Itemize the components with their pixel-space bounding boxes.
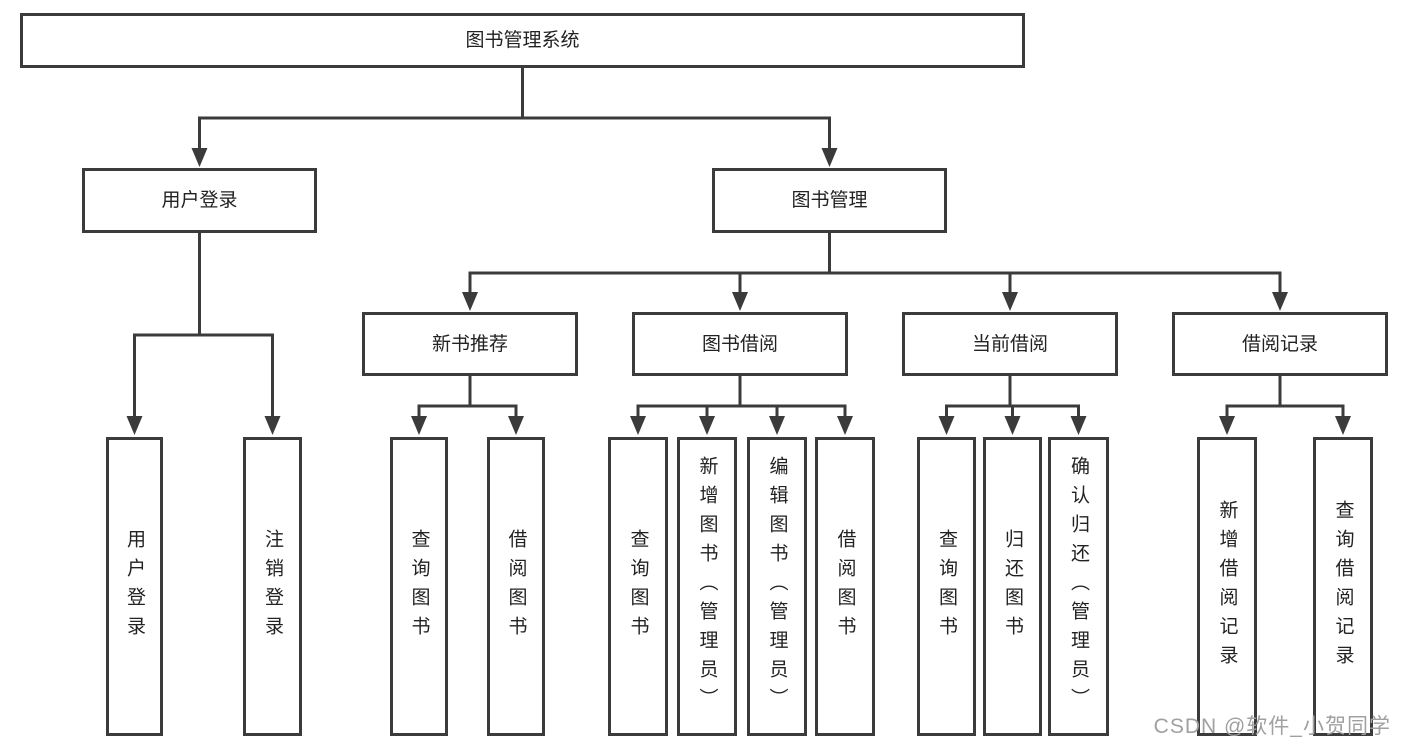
node-user-login-module-label: 用户登录 [161, 190, 238, 211]
node-add-borrow-record: 新增借阅记录 [1197, 437, 1257, 736]
node-edit-book-admin-label: 编辑图书（管理员） [766, 456, 788, 717]
node-borrowing-borrow-books: 借阅图书 [815, 437, 875, 736]
node-user-login-module: 用户登录 [82, 168, 317, 233]
node-add-borrow-record-label: 新增借阅记录 [1216, 499, 1238, 674]
node-library-system-label: 图书管理系统 [465, 30, 580, 51]
node-user-login: 用户登录 [106, 437, 163, 736]
node-logout: 注销登录 [243, 437, 302, 736]
node-borrowing-borrow-books-label: 借阅图书 [834, 528, 856, 645]
node-new-book-recommend: 新书推荐 [362, 312, 578, 376]
node-recommend-query-books-label: 查询图书 [408, 528, 430, 645]
node-borrowing-records: 借阅记录 [1172, 312, 1388, 376]
node-recommend-borrow-books: 借阅图书 [487, 437, 545, 736]
node-book-borrowing-label: 图书借阅 [701, 333, 778, 355]
node-add-book-admin: 新增图书（管理员） [677, 437, 737, 736]
node-book-management-module: 图书管理 [712, 168, 947, 233]
watermark: CSDN @软件_小贺同学 [1153, 715, 1391, 738]
node-recommend-borrow-books-label: 借阅图书 [505, 528, 527, 645]
node-current-query-books: 查询图书 [917, 437, 976, 736]
node-borrowing-query-books-label: 查询图书 [627, 528, 649, 645]
node-edit-book-admin: 编辑图书（管理员） [747, 437, 807, 736]
node-current-query-books-label: 查询图书 [936, 528, 957, 645]
node-recommend-query-books: 查询图书 [390, 437, 448, 736]
node-library-system: 图书管理系统 [20, 13, 1025, 68]
node-return-book: 归还图书 [983, 437, 1042, 736]
node-borrowing-query-books: 查询图书 [608, 437, 668, 736]
node-query-borrow-record-label: 查询借阅记录 [1332, 499, 1354, 674]
node-query-borrow-record: 查询借阅记录 [1313, 437, 1373, 736]
node-return-book-label: 归还图书 [1002, 528, 1023, 645]
node-confirm-return-admin: 确认归还（管理员） [1048, 437, 1109, 736]
node-book-management-module-label: 图书管理 [791, 190, 868, 211]
node-current-borrowing: 当前借阅 [902, 312, 1118, 376]
node-new-book-recommend-label: 新书推荐 [431, 333, 508, 355]
node-logout-label: 注销登录 [262, 528, 283, 645]
node-borrowing-records-label: 借阅记录 [1241, 333, 1318, 355]
node-current-borrowing-label: 当前借阅 [971, 333, 1048, 355]
node-user-login-label: 用户登录 [124, 528, 145, 645]
node-book-borrowing: 图书借阅 [632, 312, 848, 376]
node-add-book-admin-label: 新增图书（管理员） [696, 456, 718, 717]
node-confirm-return-admin-label: 确认归还（管理员） [1068, 456, 1089, 717]
